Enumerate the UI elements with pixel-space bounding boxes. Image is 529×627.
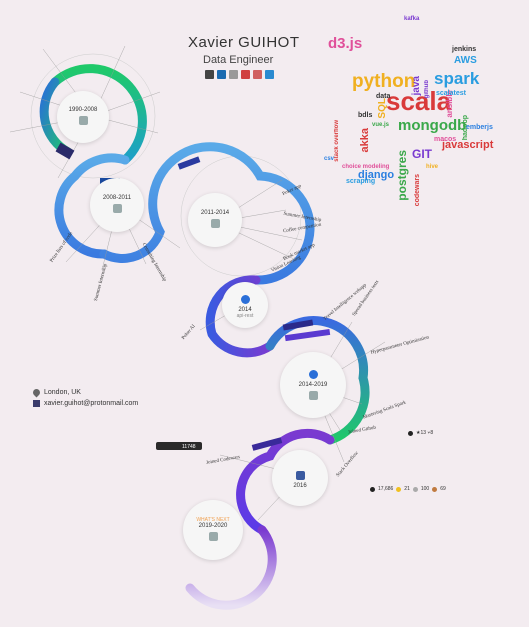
cloud-word: mongodb bbox=[398, 117, 467, 134]
github-icon bbox=[408, 430, 413, 436]
timeline-node[interactable]: WHAT'S NEXT 2019-2020 bbox=[183, 500, 243, 560]
cloud-word: d3.js bbox=[328, 35, 363, 52]
company-icon bbox=[208, 531, 218, 541]
cloud-word: python bbox=[352, 71, 416, 92]
cloud-word: scalatest bbox=[436, 90, 466, 97]
cloud-word: emberjs bbox=[466, 124, 493, 131]
so-bronze: 69 bbox=[440, 486, 446, 492]
cloud-word: java bbox=[411, 76, 422, 96]
location-text: London, UK bbox=[44, 389, 81, 396]
node-label: 2014-2019 bbox=[298, 382, 328, 388]
email-icon[interactable] bbox=[253, 70, 262, 79]
cloud-word: GIT bbox=[412, 147, 432, 161]
social-links bbox=[205, 70, 274, 79]
cloud-word: csv bbox=[324, 156, 335, 162]
stackoverflow-icon bbox=[370, 486, 375, 492]
cloud-word: akka bbox=[359, 128, 371, 153]
node-sub: WHAT'S NEXT bbox=[196, 516, 230, 523]
cloud-word: stack overflow bbox=[334, 120, 340, 162]
so-reputation: 17,686 bbox=[378, 486, 394, 492]
school-icon bbox=[78, 115, 88, 125]
company-icon bbox=[240, 294, 250, 304]
cloud-word: choice modeling bbox=[342, 164, 390, 170]
scala-icon[interactable] bbox=[241, 70, 250, 79]
github-icon[interactable] bbox=[205, 70, 214, 79]
cloud-word: kafka bbox=[404, 16, 420, 22]
cloud-word: data bbox=[376, 93, 391, 100]
cloud-word: scraping bbox=[346, 178, 376, 185]
stackoverflow-icon[interactable] bbox=[265, 70, 274, 79]
node-label: 2019-2020 bbox=[198, 522, 228, 529]
profile-name: Xavier GUIHOT bbox=[188, 34, 300, 51]
university-icon bbox=[112, 203, 122, 213]
cloud-word: postgres bbox=[395, 150, 409, 201]
cloud-word: macos bbox=[434, 136, 457, 143]
node-label: 2011-2014 bbox=[200, 209, 230, 216]
node-sub: api-rest bbox=[236, 312, 254, 319]
timeline-node[interactable]: 2011-2014 bbox=[188, 193, 242, 247]
node-label: 2014 bbox=[238, 306, 252, 313]
timeline-node[interactable]: 2014 api-rest bbox=[222, 282, 268, 328]
bronze-badge-icon bbox=[432, 486, 438, 492]
gold-badge-icon bbox=[396, 486, 402, 492]
codewars-score: 11748 bbox=[182, 444, 196, 450]
stackoverflow-stats[interactable]: 17,686 21 100 69 bbox=[370, 486, 446, 492]
contact-email: xavier.guihot@protonmail.com bbox=[33, 400, 138, 407]
node-label: 2016 bbox=[293, 482, 307, 489]
timeline-node[interactable]: 2008-2011 bbox=[90, 178, 144, 232]
cloud-word: bdls bbox=[358, 112, 373, 119]
cloud-word: jenkins bbox=[452, 46, 477, 53]
profile-title: Data Engineer bbox=[203, 54, 274, 66]
linkedin-icon[interactable] bbox=[217, 70, 226, 79]
cloud-word: scala bbox=[386, 86, 452, 116]
cloud-word: SQL bbox=[377, 98, 388, 119]
cloud-word: django bbox=[358, 169, 395, 181]
cloud-word: codewars bbox=[414, 174, 421, 207]
cloud-word: javascript bbox=[442, 139, 494, 151]
email-text[interactable]: xavier.guihot@protonmail.com bbox=[44, 400, 139, 407]
github-stats[interactable]: ★13 ⑂8 bbox=[408, 430, 433, 436]
contact-location: London, UK bbox=[31, 387, 81, 398]
so-gold: 21 bbox=[404, 486, 410, 492]
school-icon bbox=[210, 218, 220, 228]
skills-word-cloud: scala python spark d3.js mongodb javascr… bbox=[316, 0, 529, 210]
timeline-node[interactable]: 2016 bbox=[272, 450, 328, 506]
so-silver: 100 bbox=[420, 486, 430, 492]
cloud-word: vue.js bbox=[372, 122, 390, 128]
silver-badge-icon bbox=[412, 486, 418, 492]
company-icon bbox=[295, 470, 305, 480]
company-icon bbox=[308, 391, 318, 400]
cloud-word: AWS bbox=[454, 55, 477, 66]
company-icon bbox=[308, 370, 318, 379]
timeline-node[interactable]: 2014-2019 bbox=[280, 352, 346, 418]
github-stats-text: ★13 ⑂8 bbox=[416, 430, 434, 436]
timeline-node[interactable]: 1990-2008 bbox=[57, 91, 109, 143]
cloud-word: github bbox=[424, 80, 430, 99]
location-pin-icon bbox=[31, 387, 42, 398]
mail-icon bbox=[33, 400, 40, 407]
cloud-word: spark bbox=[434, 69, 480, 88]
node-label: 1990-2008 bbox=[68, 106, 98, 113]
document-icon[interactable] bbox=[229, 70, 238, 79]
cloud-word: hive bbox=[426, 164, 439, 170]
node-label: 2008-2011 bbox=[102, 194, 132, 201]
codewars-badge[interactable]: 11748 bbox=[160, 444, 196, 450]
